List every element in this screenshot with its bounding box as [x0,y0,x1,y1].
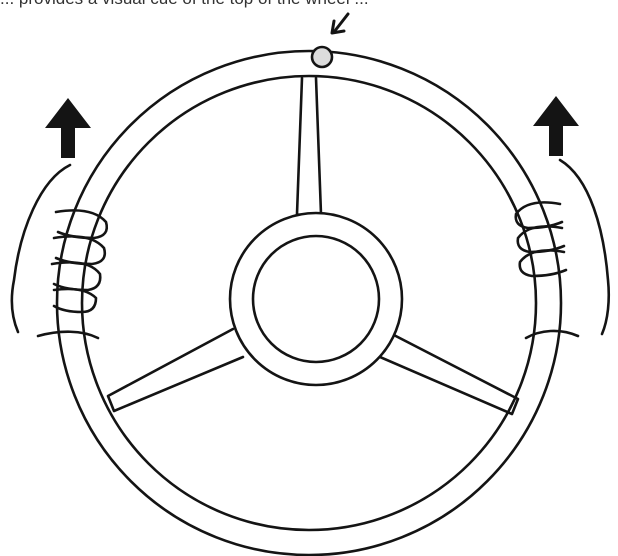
left-hand [12,165,107,338]
wheel-hub-outer [230,213,402,385]
spoke-right [380,332,518,414]
top-center-marker [312,47,332,67]
up-arrow-icon [533,96,579,156]
up-arrow-icon [45,98,91,158]
spoke-top [297,78,321,218]
pointer-arrow-icon [332,14,348,33]
spoke-left [108,329,243,411]
